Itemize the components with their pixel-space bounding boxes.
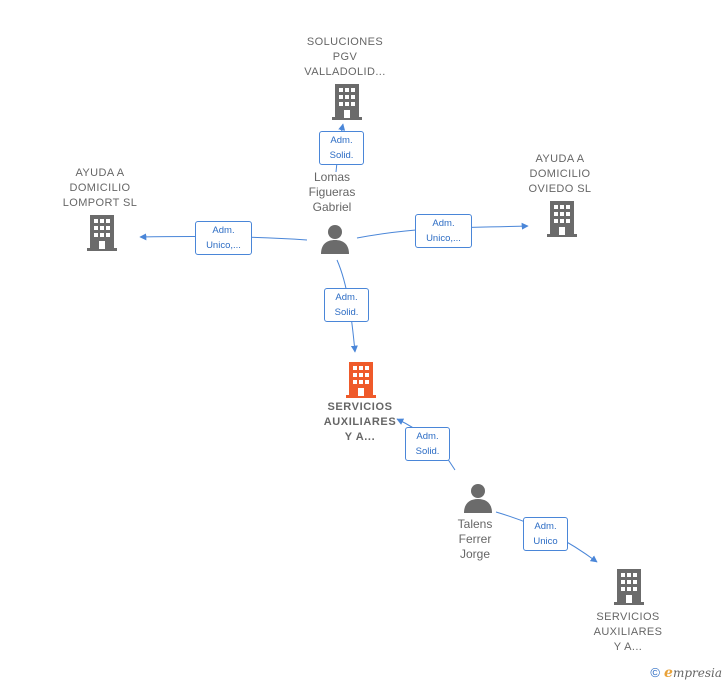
building-icon-lomport[interactable] [87,215,117,251]
company-label-oviedo[interactable]: AYUDA A DOMICILIO OVIEDO SL [528,153,592,195]
company-label-main[interactable]: SERVICIOS AUXILIARES Y A... [323,401,397,443]
edge-label-talens-to-main: Adm. Solid. [405,427,450,461]
edge-label-talens-to-other: Adm. Unico [523,517,568,551]
empresia-watermark: ©empresia [650,665,722,681]
person-icon-lomas[interactable] [320,224,350,254]
company-label-lomport[interactable]: AYUDA A DOMICILIO LOMPORT SL [62,167,138,209]
building-icon-main[interactable] [346,362,376,398]
edge-label-lomas-to-main: Adm. Solid. [324,288,369,322]
building-icon-soluciones[interactable] [332,84,362,120]
brand-initial: e [664,665,673,681]
company-label-soluciones[interactable]: SOLUCIONES PGV VALLADOLID... [304,36,386,78]
building-icon-other[interactable] [614,569,644,605]
person-label-talens[interactable]: Talens Ferrer Jorge [457,517,493,561]
edge-label-to-lomport: Adm. Unico,... [195,221,252,255]
edge-label-to-oviedo: Adm. Unico,... [415,214,472,248]
copyright-icon: © [650,665,661,680]
person-label-lomas[interactable]: Lomas Figueras Gabriel [308,170,356,214]
company-label-other[interactable]: SERVICIOS AUXILIARES Y A... [593,611,663,653]
brand-name: mpresia [672,666,722,680]
building-icon-oviedo[interactable] [547,201,577,237]
person-icon-talens[interactable] [463,483,493,513]
edge-label-to-soluciones: Adm. Solid. [319,131,364,165]
